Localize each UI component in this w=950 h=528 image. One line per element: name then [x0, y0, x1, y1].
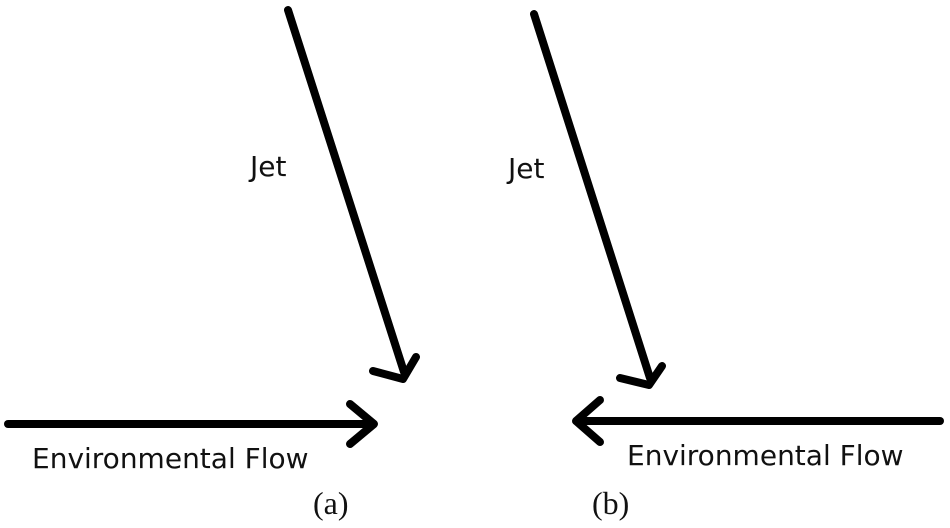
panel-b-caption: (b): [592, 485, 629, 521]
panel-a-jet-arrow-shaft: [284, 6, 408, 376]
panel-b-flow-label: Environmental Flow: [627, 439, 904, 472]
panel-b-jet-arrow-shaft: [530, 10, 654, 382]
panel-a-caption: (a): [313, 485, 349, 521]
panel-a-flow-arrow-head: [346, 400, 378, 448]
panel-a: Jet Environmental Flow (a): [4, 6, 420, 521]
panel-b: Jet Environmental Flow (b): [506, 10, 944, 521]
panel-a-jet-arrow-head: [369, 353, 420, 383]
panel-a-flow-label: Environmental Flow: [32, 442, 309, 475]
panel-a-flow-arrow: [4, 400, 378, 448]
panel-b-jet-arrow-head: [616, 362, 666, 389]
panel-a-jet-arrow: [284, 6, 420, 383]
panel-b-jet-arrow: [530, 10, 666, 389]
panel-a-jet-label: Jet: [248, 150, 286, 183]
panel-b-flow-arrow: [572, 396, 944, 446]
panel-b-jet-label: Jet: [506, 152, 544, 185]
panel-b-flow-arrow-head: [572, 396, 604, 446]
